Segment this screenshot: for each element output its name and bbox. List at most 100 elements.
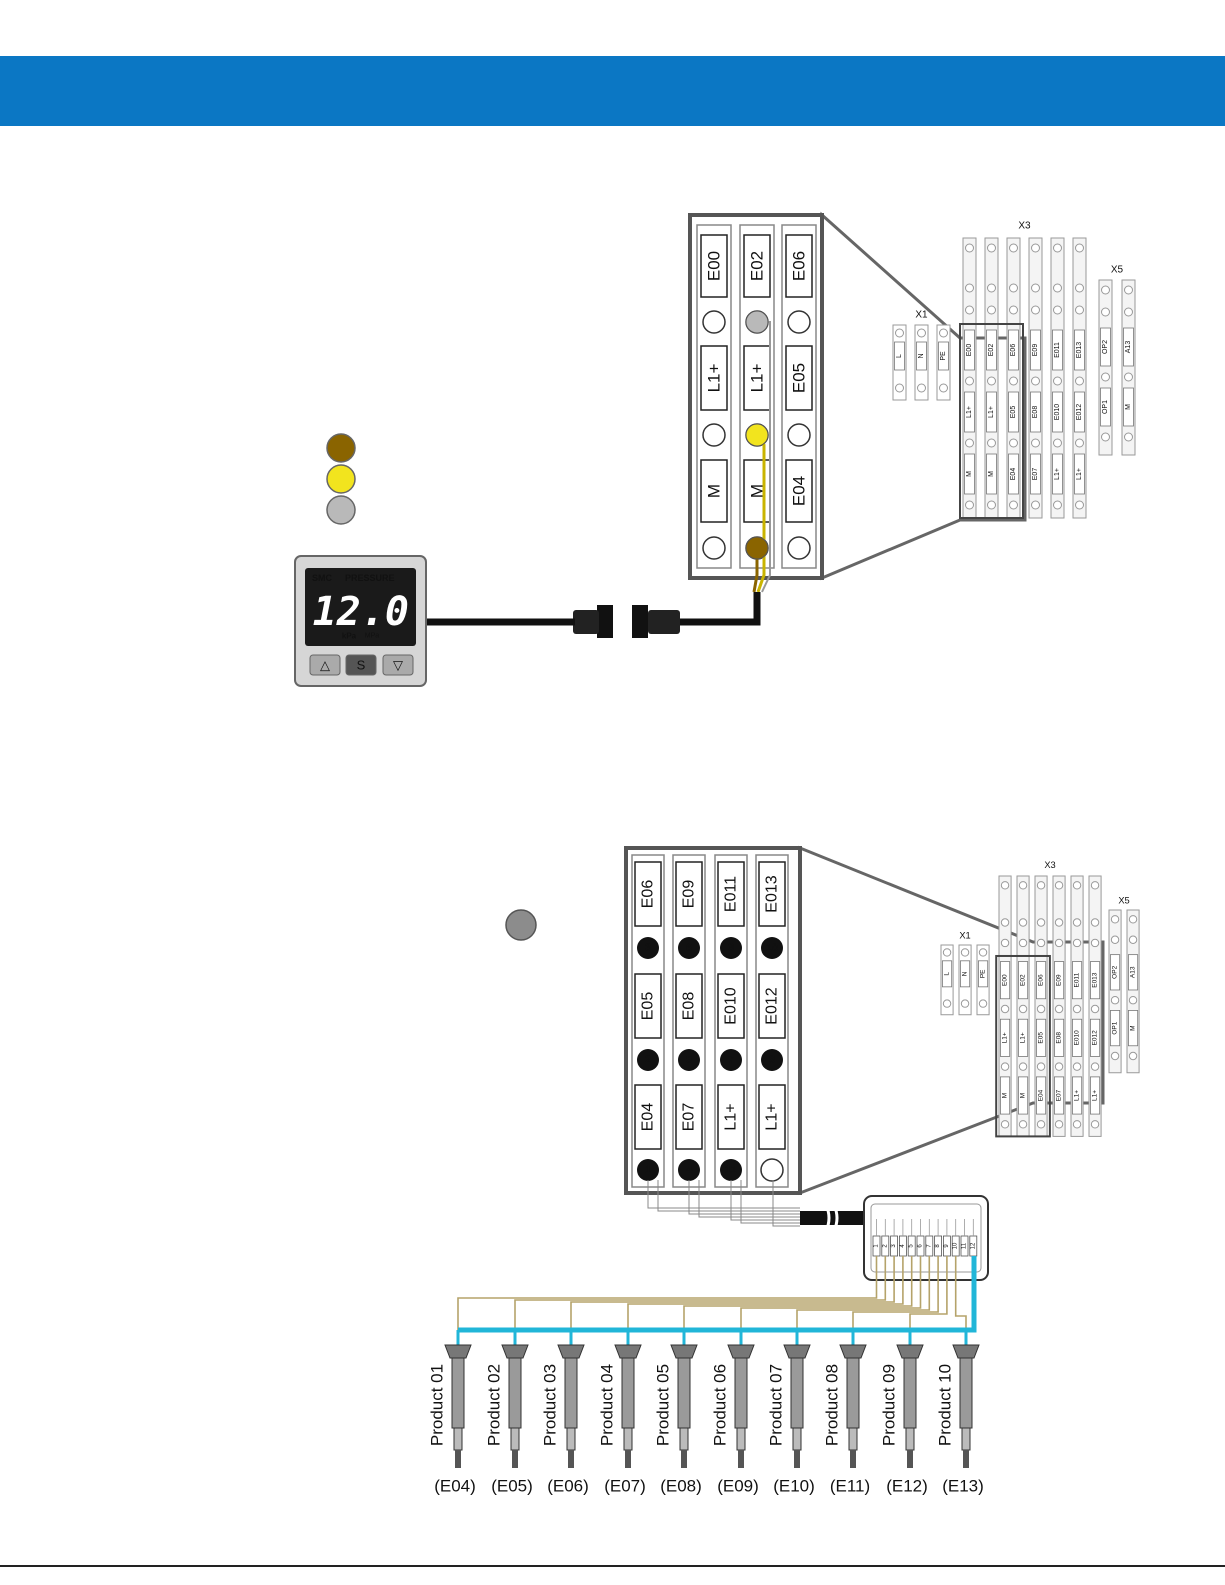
terminal-label-box xyxy=(1008,453,1019,495)
terminal-screw xyxy=(960,999,970,1008)
terminal-screw xyxy=(1000,1004,1010,1014)
sensor-probe xyxy=(961,1427,971,1451)
terminal-label-box xyxy=(1017,1018,1029,1057)
product-sensor: Product 08(E11) xyxy=(823,1344,870,1496)
numbered-screw xyxy=(678,937,700,959)
terminal-screw xyxy=(1053,500,1062,510)
terminal-label: L1+ xyxy=(1054,468,1061,480)
terminal-screw xyxy=(1018,1062,1028,1071)
numbered-screw xyxy=(720,1049,742,1071)
terminal-label: E07 xyxy=(1032,468,1039,481)
x1-terminal: PE xyxy=(936,324,951,401)
terminal-screw xyxy=(1031,438,1040,448)
terminal-label-box xyxy=(1053,1018,1065,1057)
sensor-head xyxy=(896,1344,924,1359)
terminal-label-box xyxy=(1100,327,1111,367)
screw-number: 9 xyxy=(769,1054,775,1066)
screw-number: 6 xyxy=(686,942,692,954)
product-input-label: (E08) xyxy=(660,1477,702,1496)
screw-number: 3 xyxy=(645,942,651,954)
sensor-display xyxy=(305,568,416,646)
terminal-screw xyxy=(1054,881,1064,890)
sensor-tip xyxy=(963,1450,969,1468)
terminal-screw xyxy=(1124,285,1133,295)
terminal-label: L1+ xyxy=(1002,1032,1009,1043)
zoom-label: E00 xyxy=(705,251,724,281)
terminal-screw xyxy=(1000,1120,1010,1129)
gray-wire-dot xyxy=(745,310,769,334)
zoom-label: L1+ xyxy=(764,1103,781,1130)
zoom-label-box xyxy=(675,1084,703,1150)
product-signal-wire xyxy=(683,1256,913,1345)
terminal-label: E010 xyxy=(1054,404,1061,420)
terminal-label-box xyxy=(894,341,905,371)
terminal-label-box xyxy=(1089,1076,1101,1115)
product-input-label: (E10) xyxy=(773,1477,815,1496)
product-label: Product 02 xyxy=(485,1364,504,1446)
sensor-brand: SMC xyxy=(312,573,333,583)
sensor-body xyxy=(508,1357,522,1429)
product-label: Product 10 xyxy=(936,1364,955,1446)
terminal-screw xyxy=(895,328,904,338)
zoom-label: E012 xyxy=(764,987,781,1024)
terminal-label-box xyxy=(1123,327,1134,367)
x5-label: X5 xyxy=(1111,265,1124,276)
product-signal-wire xyxy=(514,1256,887,1345)
terminal-label: E04 xyxy=(1038,1089,1045,1101)
x1-terminal: N xyxy=(914,324,929,401)
numbered-screw xyxy=(761,1049,783,1071)
wire-color-legend-dot xyxy=(326,495,356,525)
sensor-body xyxy=(959,1357,973,1429)
terminal-label-box xyxy=(1071,961,1083,1000)
terminal-screw xyxy=(1072,881,1082,890)
header-bar xyxy=(0,56,1225,126)
sensor-head xyxy=(501,1344,529,1359)
sensor-head xyxy=(783,1344,811,1359)
sensor-body xyxy=(903,1357,917,1429)
terminal-label: E013 xyxy=(1092,972,1099,988)
terminal-screw xyxy=(917,328,926,338)
zoom-label: E04 xyxy=(790,476,809,506)
terminal-screw xyxy=(1128,935,1138,944)
terminal-screw xyxy=(917,383,926,393)
terminal-screw xyxy=(1090,1120,1100,1129)
screw-number: 5 xyxy=(686,1054,692,1066)
sensor-unit-kpa: kPa xyxy=(342,632,357,641)
connector-pin-label: 8 xyxy=(935,1244,941,1248)
terminal-label: M xyxy=(988,471,995,477)
terminal-screw xyxy=(1031,305,1040,315)
product-label: Product 01 xyxy=(428,1364,447,1446)
sensor-body xyxy=(621,1357,635,1429)
terminal-screw xyxy=(1075,376,1084,386)
terminal-screw xyxy=(1009,438,1018,448)
terminal-screw xyxy=(1054,1120,1064,1129)
zoom-label-box xyxy=(717,861,745,927)
connector-pin-label: 12 xyxy=(970,1242,976,1249)
terminal-screw xyxy=(1009,376,1018,386)
common-wire xyxy=(458,1256,977,1333)
terminal-label: PE xyxy=(980,969,987,978)
sensor-head xyxy=(839,1344,867,1359)
product-sensor: Product 05(E08) xyxy=(654,1344,702,1496)
terminal-screw xyxy=(1053,438,1062,448)
terminal-label: OP2 xyxy=(1112,965,1119,978)
footer-rule xyxy=(0,1565,1225,1567)
terminal-label: E06 xyxy=(1038,974,1045,986)
terminal-screw xyxy=(1101,285,1110,295)
terminal-label: E04 xyxy=(1010,468,1017,481)
terminal-screw xyxy=(1036,1120,1046,1129)
brown-wire-dot xyxy=(745,536,769,560)
terminal-screw xyxy=(1072,1004,1082,1014)
x1-terminal: L xyxy=(940,944,954,1016)
terminal-screw xyxy=(1018,938,1028,948)
terminal-label-box xyxy=(1008,391,1019,433)
terminal-screw xyxy=(1075,243,1084,253)
terminal-screw xyxy=(1054,1004,1064,1014)
sensor-tip xyxy=(850,1450,856,1468)
terminal-label: E00 xyxy=(966,344,973,357)
connector-pin-label: 7 xyxy=(926,1244,932,1248)
